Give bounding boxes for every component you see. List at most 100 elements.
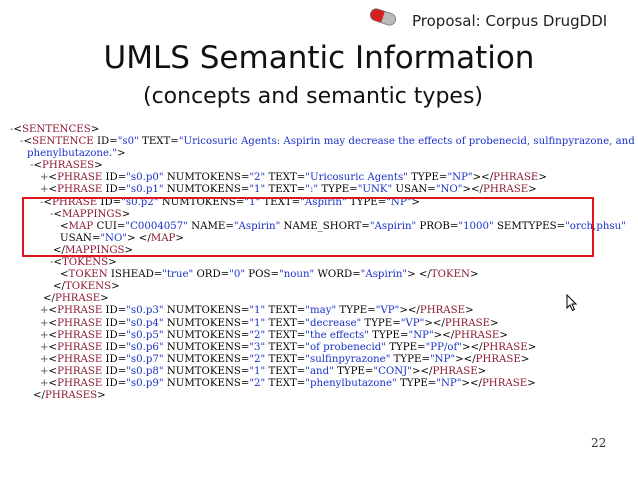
xml-punct: < <box>48 365 58 377</box>
expand-toggle[interactable]: + <box>40 365 49 377</box>
xml-punct: < <box>48 184 58 196</box>
xml-punct: > <box>411 196 420 208</box>
xml-line: USAN="NO"> </MAP> <box>10 233 630 245</box>
xml-attr-value: "Uricosuric Agents" <box>305 172 408 184</box>
xml-tag-name: PHRASES <box>44 390 98 402</box>
xml-attr-value: "1000" <box>458 220 494 232</box>
xml-attr-value: "s0.p1" <box>126 184 164 196</box>
xml-attr-value: "s0.p8" <box>126 365 164 377</box>
xml-punct: < <box>53 208 62 220</box>
xml-attr-name: NUMTOKENS= <box>163 353 250 365</box>
xml-punct: > <box>124 244 134 256</box>
xml-line: +<PHRASE ID="s0.p9" NUMTOKENS="2" TEXT="… <box>10 378 630 390</box>
xml-attr-value: "s0.p4" <box>126 317 164 329</box>
xml-attr-value: "NP" <box>386 196 412 208</box>
xml-line: +<PHRASE ID="s0.p5" NUMTOKENS="2" TEXT="… <box>10 330 630 342</box>
expand-toggle[interactable]: + <box>40 305 49 317</box>
xml-tag-name: SENTENCE <box>32 136 94 148</box>
xml-attr-name: TYPE= <box>336 305 376 317</box>
collapse-toggle[interactable]: - <box>50 257 54 269</box>
xml-attr-name: TYPE= <box>407 172 448 184</box>
xml-attr-value: "s0.p3" <box>126 305 164 317</box>
page-number: 22 <box>591 436 607 450</box>
xml-punct: </ <box>43 293 55 305</box>
xml-punct: < <box>48 377 58 389</box>
xml-attr-value: "s0.p7" <box>126 353 164 365</box>
xml-line: -<PHRASE ID="s0.p2" NUMTOKENS="1" TEXT="… <box>10 197 630 209</box>
xml-attr-name: TEXT= <box>265 377 306 389</box>
xml-attr-name: ID= <box>102 329 127 341</box>
xml-punct: > <box>527 377 536 389</box>
mouse-cursor-icon <box>566 294 578 312</box>
xml-attr-value: "NP" <box>429 353 456 365</box>
collapse-toggle[interactable]: - <box>40 196 44 208</box>
xml-punct: > <box>469 269 479 281</box>
xml-attr-value: "1" <box>244 196 261 208</box>
expand-toggle[interactable]: + <box>40 184 49 196</box>
collapse-toggle[interactable]: - <box>20 136 24 148</box>
collapse-toggle[interactable]: - <box>50 208 54 220</box>
xml-attr-value: ":" <box>305 184 319 196</box>
xml-line: +<PHRASE ID="s0.p4" NUMTOKENS="1" TEXT="… <box>10 318 630 330</box>
xml-tag-name: PHRASES <box>42 160 95 172</box>
xml-attr-name: NUMTOKENS= <box>163 329 250 341</box>
xml-punct: < <box>60 220 69 232</box>
xml-line: -<SENTENCES> <box>10 124 630 136</box>
xml-tag-name: PHRASE <box>432 365 478 377</box>
xml-punct: </ <box>471 184 483 196</box>
xml-attr-name: NUMTOKENS= <box>163 365 250 377</box>
xml-punct: < <box>60 269 69 281</box>
xml-attr-value: "true" <box>162 269 194 281</box>
xml-attr-value: "Aspirin" <box>233 220 281 232</box>
mapping-highlight-box <box>22 197 594 257</box>
xml-attr-name: POS= <box>245 269 280 281</box>
xml-attr-name: NUMTOKENS= <box>163 377 250 389</box>
xml-line: +<PHRASE ID="s0.p8" NUMTOKENS="1" TEXT="… <box>10 366 630 378</box>
xml-punct: > <box>121 208 131 220</box>
collapse-toggle[interactable]: - <box>10 124 14 135</box>
collapse-toggle[interactable]: - <box>30 160 34 172</box>
xml-attr-name: ID= <box>102 184 127 196</box>
xml-tag-name: PHRASE <box>57 172 103 184</box>
xml-attr-name: TYPE= <box>390 353 430 365</box>
xml-tag-name: MAP <box>150 232 176 244</box>
expand-toggle[interactable]: + <box>40 353 49 365</box>
xml-tree-view: -<SENTENCES>-<SENTENCE ID="s0" TEXT="Uri… <box>10 124 635 402</box>
xml-tag-name: PHRASE <box>52 196 98 208</box>
xml-attr-name: TYPE= <box>368 329 409 341</box>
expand-toggle[interactable]: + <box>40 317 49 329</box>
pill-capsule-icon <box>369 8 397 26</box>
xml-punct: > <box>520 353 530 365</box>
xml-attr-value: "sulfinpyrazone" <box>305 353 391 365</box>
xml-attr-name: NAME_SHORT= <box>280 220 370 232</box>
xml-punct: > <box>97 390 106 402</box>
expand-toggle[interactable]: + <box>40 172 49 184</box>
slide-subtitle: (concepts and semantic types) <box>142 84 483 109</box>
xml-attr-name: NUMTOKENS= <box>163 172 250 184</box>
xml-attr-name: ID= <box>102 341 127 353</box>
xml-punct: </ <box>33 390 45 402</box>
xml-punct: ></ <box>461 341 483 353</box>
expand-toggle[interactable]: + <box>40 341 49 353</box>
expand-toggle[interactable]: + <box>40 329 49 341</box>
xml-attr-name: NUMTOKENS= <box>158 196 245 208</box>
xml-attr-value: "Aspirin" <box>369 220 417 232</box>
xml-attr-name: PROB= <box>416 220 459 232</box>
xml-line: </PHRASES> <box>10 390 630 402</box>
xml-attr-name: ISHEAD= <box>107 269 163 281</box>
xml-tag-name: PHRASE <box>475 353 521 365</box>
xml-punct: > <box>499 329 508 341</box>
xml-punct: </ <box>481 172 494 184</box>
xml-attr-value: "CONJ" <box>373 365 412 377</box>
xml-attr-name: ID= <box>102 365 127 377</box>
xml-attr-name: ID= <box>102 317 127 329</box>
expand-toggle[interactable]: + <box>40 377 49 389</box>
xml-punct: < <box>48 305 58 317</box>
xml-attr-name: ID= <box>102 305 127 317</box>
xml-tag-name: TOKENS <box>62 257 109 269</box>
xml-attr-value: "3" <box>249 341 266 353</box>
xml-attr-name: TEXT= <box>265 353 306 365</box>
xml-punct: > </ <box>407 269 431 281</box>
xml-attr-name: ID= <box>102 172 127 184</box>
xml-punct: ></ <box>411 365 433 377</box>
